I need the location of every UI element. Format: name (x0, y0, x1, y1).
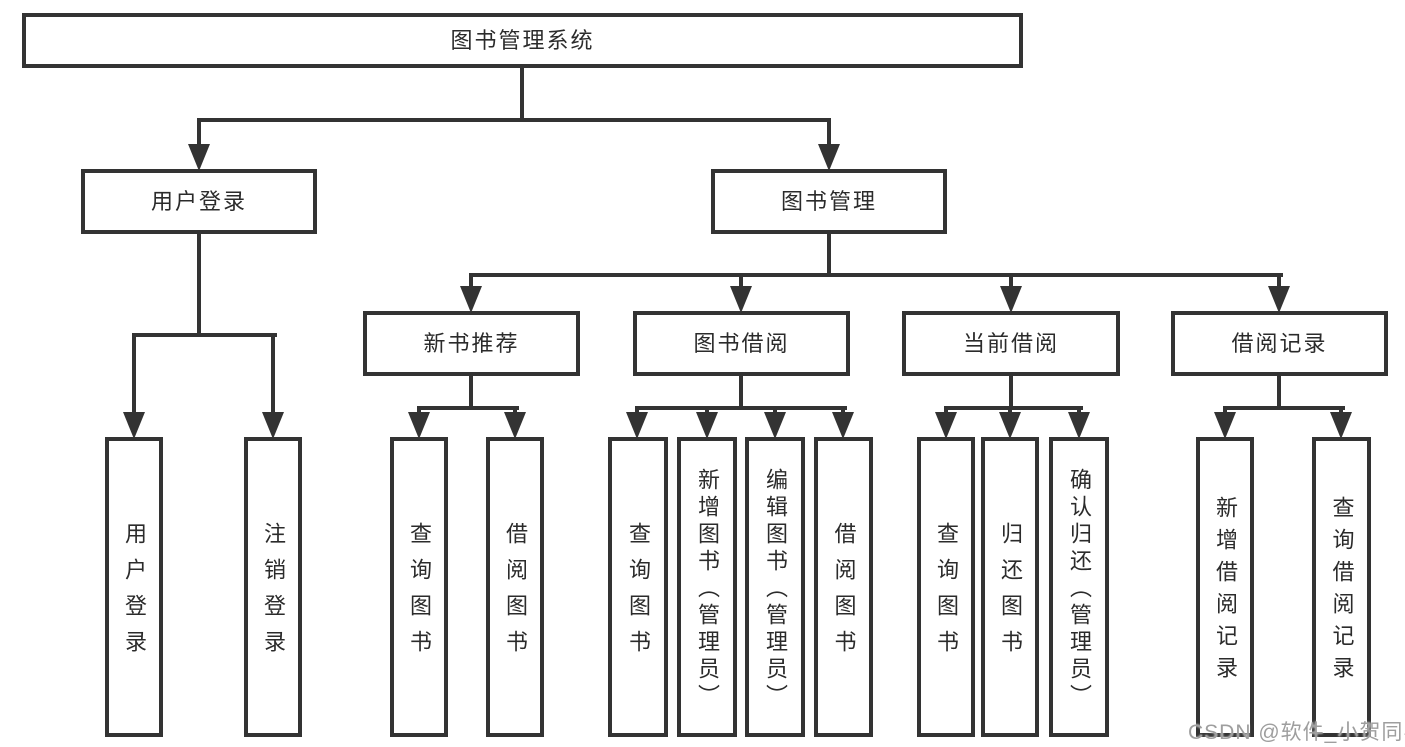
node-leaf-borrow-book-1: 借阅图书 (486, 437, 544, 737)
node-label: 新增借阅记录 (1213, 496, 1238, 688)
node-leaf-query-record: 查询借阅记录 (1312, 437, 1371, 737)
arrowhead-down-icon (832, 412, 854, 439)
node-leaf-query-book-2: 查询图书 (608, 437, 668, 737)
connector-line (132, 335, 136, 413)
connector-line (944, 406, 1083, 410)
node-label: 当前借阅 (962, 330, 1059, 356)
node-label: 新书推荐 (423, 330, 520, 356)
node-label: 新增图书（管理员） (695, 468, 720, 711)
arrowhead-down-icon (1330, 412, 1352, 439)
node-label: 用户登录 (150, 188, 247, 214)
node-leaf-query-book-1: 查询图书 (390, 437, 448, 737)
connector-line (271, 335, 275, 413)
connector-line (841, 408, 845, 414)
node-leaf-user-login: 用户登录 (105, 437, 163, 737)
arrowhead-down-icon (188, 144, 210, 171)
csdn-watermark: CSDN @软件_小贺同学 (1188, 721, 1405, 744)
node-leaf-add-book: 新增图书（管理员） (677, 437, 737, 737)
connector-line (1009, 275, 1013, 287)
connector-line (197, 120, 201, 146)
connector-line (469, 273, 1283, 277)
connector-line (635, 406, 847, 410)
node-label: 查询图书 (934, 522, 959, 666)
connector-line (827, 120, 831, 146)
node-label: 图书管理系统 (450, 27, 595, 53)
node-leaf-query-book-3: 查询图书 (917, 437, 975, 737)
arrowhead-down-icon (408, 412, 430, 439)
node-leaf-return-book: 归还图书 (981, 437, 1039, 737)
node-label: 图书管理 (780, 188, 877, 214)
node-label: 借阅图书 (503, 522, 528, 666)
node-label: 查询图书 (626, 522, 651, 666)
arrowhead-down-icon (1068, 412, 1090, 439)
arrowhead-down-icon (696, 412, 718, 439)
node-current-borrow: 当前借阅 (902, 311, 1120, 376)
arrowhead-down-icon (1214, 412, 1236, 439)
arrowhead-down-icon (764, 412, 786, 439)
node-new-book-recommend: 新书推荐 (363, 311, 580, 376)
connector-line (469, 374, 473, 410)
arrowhead-down-icon (1268, 286, 1290, 313)
node-label: 借阅图书 (831, 522, 857, 666)
arrowhead-down-icon (123, 412, 145, 439)
node-leaf-logout: 注销登录 (244, 437, 302, 737)
connector-line (739, 275, 743, 287)
connector-line (513, 408, 517, 414)
arrowhead-down-icon (730, 286, 752, 313)
arrowhead-down-icon (818, 144, 840, 171)
connector-line (773, 408, 777, 414)
node-label: 查询图书 (407, 522, 432, 666)
node-label: 查询借阅记录 (1329, 496, 1355, 688)
node-label: 编辑图书（管理员） (763, 468, 788, 711)
node-leaf-confirm-return: 确认归还（管理员） (1049, 437, 1109, 737)
arrowhead-down-icon (504, 412, 526, 439)
connector-line (1223, 406, 1345, 410)
connector-line (739, 374, 743, 410)
connector-line (417, 406, 519, 410)
connector-line (1223, 408, 1227, 414)
arrowhead-down-icon (626, 412, 648, 439)
connector-line (469, 275, 473, 287)
node-label: 确认归还（管理员） (1067, 468, 1092, 711)
arrowhead-down-icon (1000, 286, 1022, 313)
node-borrow-records: 借阅记录 (1171, 311, 1388, 376)
connector-line (1077, 408, 1081, 414)
arrowhead-down-icon (999, 412, 1021, 439)
node-label: 归还图书 (998, 522, 1023, 666)
connector-line (520, 66, 524, 122)
node-label: 借阅记录 (1231, 330, 1328, 356)
connector-line (635, 408, 639, 414)
arrowhead-down-icon (262, 412, 284, 439)
connector-line (827, 232, 831, 277)
connector-line (1277, 275, 1281, 287)
arrowhead-down-icon (935, 412, 957, 439)
node-leaf-add-record: 新增借阅记录 (1196, 437, 1254, 737)
node-leaf-borrow-book-2: 借阅图书 (814, 437, 873, 737)
node-user-login-group: 用户登录 (81, 169, 317, 234)
connector-line (197, 232, 201, 337)
connector-line (1277, 374, 1281, 410)
node-label: 注销登录 (261, 522, 286, 666)
connector-line (944, 408, 948, 414)
node-book-management: 图书管理 (711, 169, 947, 234)
connector-line (1339, 408, 1343, 414)
connector-line (705, 408, 709, 414)
node-root: 图书管理系统 (22, 13, 1023, 68)
arrowhead-down-icon (460, 286, 482, 313)
connector-line (1009, 374, 1013, 410)
connector-line (1008, 408, 1012, 414)
node-label: 用户登录 (122, 522, 147, 666)
node-book-borrow: 图书借阅 (633, 311, 850, 376)
node-leaf-edit-book: 编辑图书（管理员） (745, 437, 805, 737)
connector-line (132, 333, 277, 337)
node-label: 图书借阅 (693, 330, 790, 356)
connector-line (197, 118, 831, 122)
connector-line (417, 408, 421, 414)
